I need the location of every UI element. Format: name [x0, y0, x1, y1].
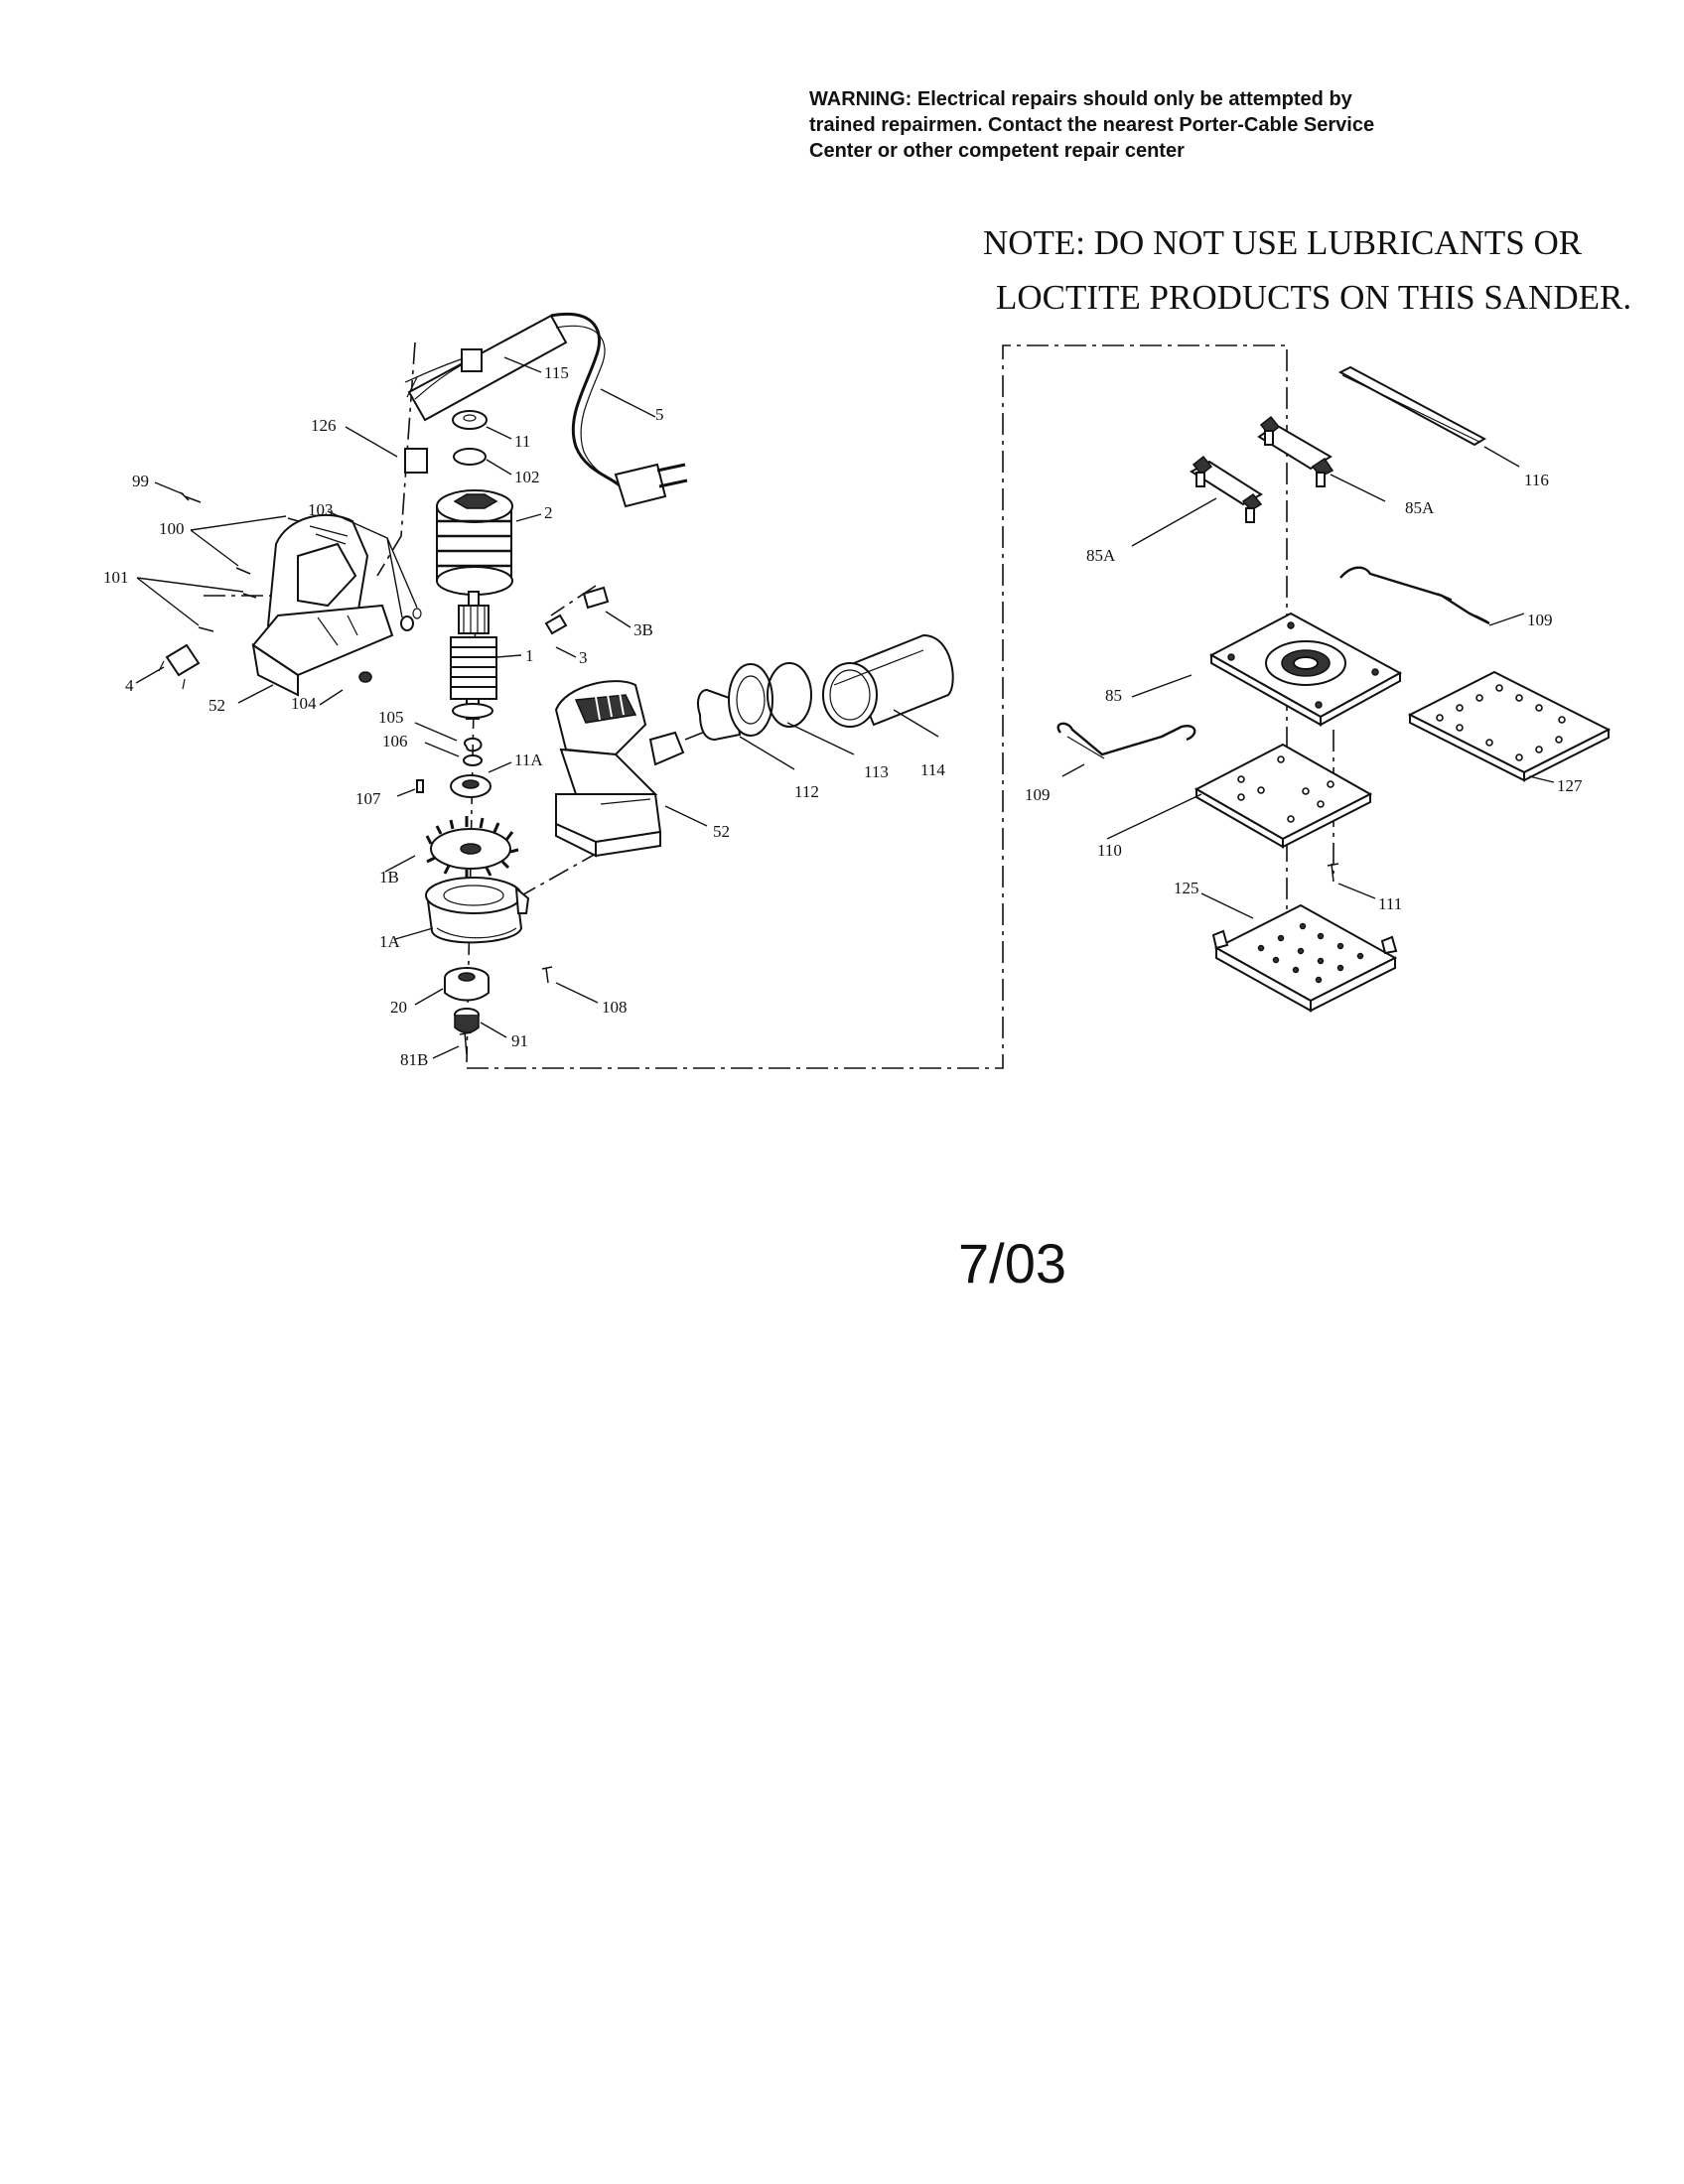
dust-canister-114-part — [822, 633, 954, 728]
callout-99: 99 — [132, 472, 149, 490]
callout-85: 85 — [1105, 686, 1122, 705]
callout-1b: 1B — [379, 868, 399, 887]
pad-110-part — [1193, 743, 1373, 849]
callout-102: 102 — [514, 468, 540, 486]
callout-113: 113 — [864, 762, 889, 781]
dust-port-axis-line — [684, 729, 711, 741]
callout-85a-upper: 85A — [1405, 498, 1435, 517]
brush-cap-3b-part — [582, 586, 610, 610]
washer-106-part — [463, 754, 483, 766]
sanding-sheet-127-part — [1407, 670, 1612, 782]
brush-3-part — [544, 614, 568, 635]
fan-part — [425, 816, 519, 880]
fan-housing-part — [425, 877, 530, 944]
warning-line-1: WARNING: Electrical repairs should only … — [809, 88, 1352, 110]
callout-107: 107 — [355, 789, 381, 808]
callout-1: 1 — [525, 646, 534, 665]
callout-85a-lower: 85A — [1086, 546, 1116, 565]
callout-100: 100 — [159, 519, 185, 538]
screw-81b-part — [459, 1031, 473, 1055]
revision-date: 7/03 — [958, 1232, 1066, 1295]
screw-108-part — [541, 966, 553, 984]
bearing-11-part — [452, 410, 488, 430]
callout-110: 110 — [1097, 841, 1122, 860]
power-cord — [404, 313, 688, 508]
warning-line-3: Center or other competent repair center — [809, 140, 1185, 162]
screw-111-part — [1327, 863, 1339, 883]
callout-5: 5 — [655, 405, 664, 424]
cord-routing-line — [376, 341, 416, 577]
callout-114: 114 — [920, 760, 945, 779]
fan-to-housing-line — [515, 853, 597, 899]
callout-109-lower: 109 — [1025, 785, 1051, 804]
bearing-11a-part — [450, 774, 491, 798]
electrical-warning: WARNING: Electrical repairs should only … — [809, 86, 1504, 164]
leader-lines — [135, 356, 1555, 1059]
callout-112: 112 — [794, 782, 819, 801]
note-line-2: LOCTITE PRODUCTS ON THIS SANDER. — [996, 278, 1632, 317]
callout-2: 2 — [544, 503, 553, 522]
armature-part — [450, 591, 497, 720]
callout-126: 126 — [311, 416, 337, 435]
callout-11a: 11A — [514, 751, 543, 769]
callout-3: 3 — [579, 648, 588, 667]
callout-125: 125 — [1174, 879, 1199, 897]
callout-52-housing: 52 — [713, 822, 730, 841]
callout-4: 4 — [125, 676, 134, 695]
callout-109-upper: 109 — [1527, 611, 1553, 629]
assembly-boundary-line — [467, 344, 1288, 1069]
callout-52-cover: 52 — [209, 696, 225, 715]
callout-104: 104 — [291, 694, 317, 713]
callout-127: 127 — [1557, 776, 1583, 795]
note-line-1: NOTE: DO NOT USE LUBRICANTS OR — [983, 223, 1583, 262]
callout-20: 20 — [390, 998, 407, 1017]
screws-101-part — [198, 593, 257, 632]
clip-105-part — [464, 737, 483, 752]
callout-105: 105 — [378, 708, 404, 727]
callout-3b: 3B — [633, 620, 653, 639]
callout-81b: 81B — [400, 1050, 428, 1069]
dust-adapter-112-part — [697, 663, 773, 742]
housing-half-part — [251, 513, 422, 697]
brush-axis-line — [550, 585, 597, 616]
callout-108: 108 — [602, 998, 628, 1017]
warning-line-2: trained repairmen. Contact the nearest P… — [809, 114, 1375, 136]
counterweight-20-part — [444, 967, 490, 1002]
key-107-part — [416, 779, 424, 793]
filter-ring-113-part — [767, 662, 812, 728]
switch-block-part — [404, 448, 428, 474]
callout-11: 11 — [514, 432, 530, 451]
callout-103: 103 — [308, 500, 334, 519]
switch-4-part — [158, 643, 201, 690]
bearing-91-part — [454, 1008, 480, 1033]
field-housing-part — [436, 489, 513, 596]
callout-1a: 1A — [379, 932, 401, 951]
clamp-85a-upper-part — [1257, 415, 1334, 487]
callout-labels: 115 5 126 11 102 99 100 103 2 101 4 52 1… — [103, 363, 1583, 1069]
spring-clip-109-lower-part — [1056, 722, 1196, 759]
main-housing-part — [554, 680, 685, 858]
callout-115: 115 — [544, 363, 569, 382]
callout-101: 101 — [103, 568, 129, 587]
nut-104-part — [358, 671, 372, 683]
callout-106: 106 — [382, 732, 408, 751]
o-ring-102-part — [453, 448, 487, 466]
callout-116: 116 — [1524, 471, 1549, 489]
callout-111: 111 — [1378, 894, 1402, 913]
rod-116-part — [1337, 365, 1487, 447]
clamp-85a-lower-part — [1190, 455, 1263, 523]
platen-85-part — [1208, 612, 1403, 727]
spring-clip-109-upper-part — [1339, 566, 1490, 625]
punch-plate-125-part — [1211, 903, 1398, 1013]
callout-91: 91 — [511, 1031, 528, 1050]
